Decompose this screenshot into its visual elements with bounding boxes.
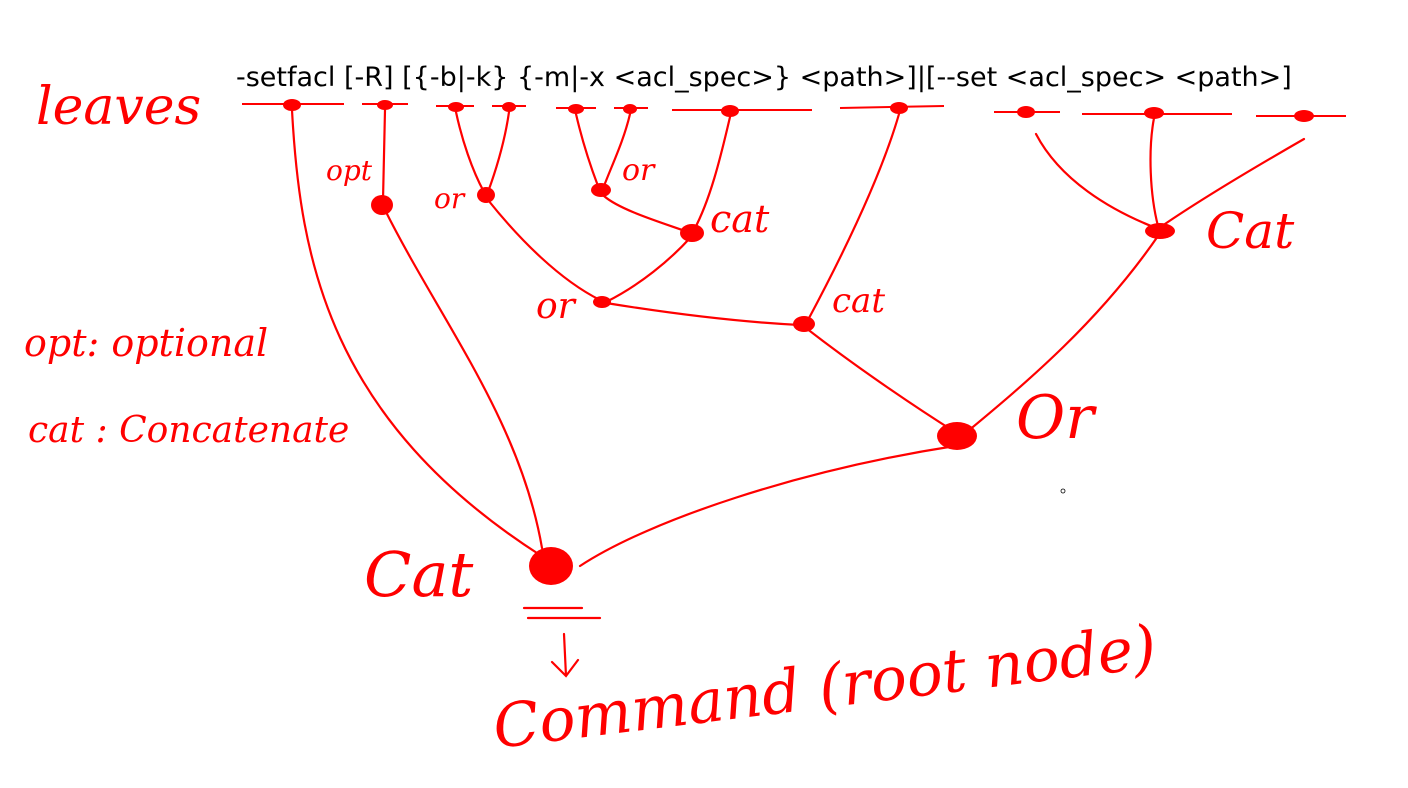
label-opt: opt <box>326 154 373 187</box>
leaf-nodes <box>283 99 1314 122</box>
node-cat-set <box>1145 223 1175 239</box>
node-cat-path <box>793 316 815 332</box>
edge-opt-to-root <box>383 208 544 550</box>
edge-setfacl-to-root <box>290 108 542 557</box>
edge-cat-to-or-big <box>804 326 957 434</box>
legend-opt: opt: optional <box>24 321 268 365</box>
label-cat-2: cat <box>832 281 885 321</box>
node-or-big <box>937 422 977 450</box>
node-root-cat <box>529 547 573 585</box>
leaf-node-set <box>1017 106 1035 118</box>
leaf-node-R <box>377 100 393 110</box>
edge-or-big-to-root <box>578 444 957 568</box>
leaf-node-b <box>448 102 464 112</box>
leaf-node-acl-spec-1 <box>721 105 739 117</box>
label-or-1: or <box>434 182 466 215</box>
leaf-node-x <box>623 104 637 114</box>
label-cat-1: cat <box>710 197 770 241</box>
leaf-ticks <box>242 103 1346 117</box>
edge-set-to-cat <box>1034 132 1158 230</box>
internal-nodes <box>371 183 1175 585</box>
syntax-line: -setfacl [-R] [{-b|-k} {-m|-x <acl_spec>… <box>236 62 1292 93</box>
leaf-node-k <box>502 102 516 112</box>
legend-cat: cat : Concatenate <box>28 410 349 451</box>
edge-k-to-or <box>486 110 511 194</box>
edge-or-to-cat-path <box>604 301 802 327</box>
edge-or-to-cat <box>602 194 690 234</box>
label-or-big: Or <box>1016 383 1097 453</box>
leaf-node-m <box>568 104 584 114</box>
leaf-node-acl-spec-2 <box>1144 107 1164 119</box>
edge-cat-to-or <box>604 236 692 304</box>
edge-x-to-or <box>602 112 632 188</box>
edge-or-bk-to-or <box>486 198 602 302</box>
edge-cat-to-or-big-2 <box>960 234 1160 438</box>
label-root-description: Command (root node) <box>489 612 1160 763</box>
node-or-branch <box>593 296 611 308</box>
leaf-node-path-1 <box>890 102 908 114</box>
label-or-2: or <box>622 153 656 188</box>
edge-m-to-or <box>574 112 600 188</box>
node-or-bk <box>477 187 495 203</box>
node-or-mx <box>591 183 611 197</box>
edge-b-to-or <box>454 110 486 194</box>
edge-path-to-cat <box>806 112 901 322</box>
tree-edges <box>290 108 1306 678</box>
edge-path2-to-cat <box>1160 137 1306 228</box>
node-cat-acl <box>680 224 704 242</box>
label-leaves: leaves <box>36 77 201 137</box>
label-cat-3: Cat <box>1206 202 1295 260</box>
edge-acl2-to-cat <box>1149 116 1160 228</box>
down-arrow-icon <box>550 632 580 678</box>
label-cat-root: Cat <box>364 538 473 611</box>
edge-R-to-opt <box>381 108 387 202</box>
leaf-node-path-2 <box>1294 110 1314 122</box>
node-opt <box>371 195 393 215</box>
edge-acl-to-cat <box>692 115 732 232</box>
label-or-3: or <box>536 286 577 327</box>
leaf-node-setfacl <box>283 99 301 111</box>
stray-dot <box>1060 488 1066 494</box>
